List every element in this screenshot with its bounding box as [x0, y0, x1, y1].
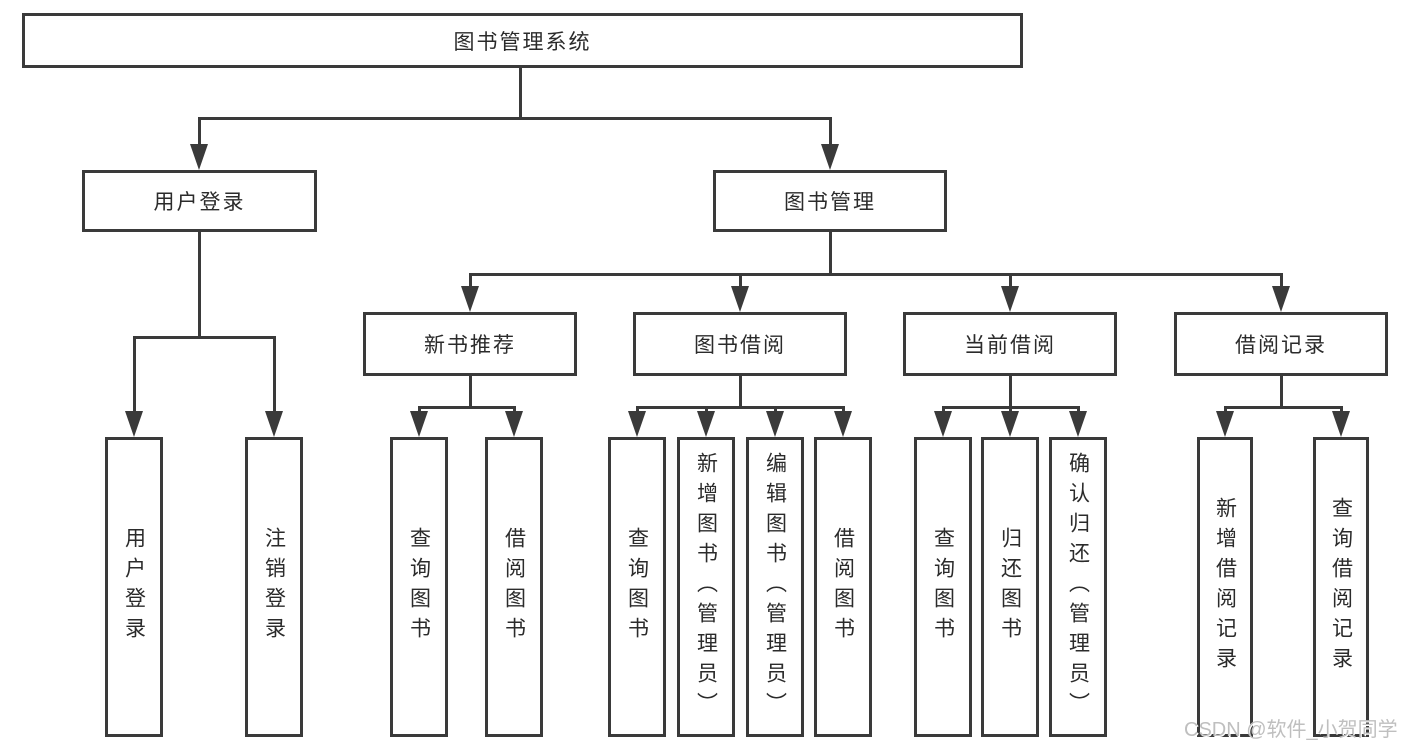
- connector-drop-user-login: [198, 117, 201, 146]
- node-user-login: 用户登录: [82, 170, 317, 232]
- connector-drop-logout: [273, 336, 276, 412]
- node-query-books-current: 查询图书: [914, 437, 972, 737]
- node-borrowing-records: 借阅记录: [1174, 312, 1388, 376]
- node-new-book-recommendation: 新书推荐: [363, 312, 577, 376]
- connector-drop-new-books: [469, 273, 472, 288]
- connector-new-books-split: [418, 406, 516, 409]
- connector-drop: [842, 406, 845, 414]
- node-label: 注销登录: [262, 527, 286, 647]
- connector-drop: [513, 406, 516, 414]
- node-add-borrow-record: 新增借阅记录: [1197, 437, 1253, 737]
- arrowhead: [628, 411, 646, 437]
- arrowhead-logout: [265, 411, 283, 437]
- connector-borrowing-split: [636, 406, 845, 409]
- arrowhead-login-leaf: [125, 411, 143, 437]
- arrowhead: [1069, 411, 1087, 437]
- node-label: 查询借阅记录: [1329, 497, 1353, 677]
- arrowhead: [410, 411, 428, 437]
- connector-current-stub: [1009, 376, 1012, 406]
- node-query-books-borrowing: 查询图书: [608, 437, 666, 737]
- node-borrow-books-borrowing: 借阅图书: [814, 437, 872, 737]
- connector-drop: [636, 406, 639, 414]
- node-label: 借阅记录: [1235, 334, 1327, 357]
- arrowhead: [834, 411, 852, 437]
- connector-drop: [1009, 406, 1012, 414]
- connector-drop-current: [1009, 273, 1012, 288]
- connector-records-split: [1224, 406, 1343, 409]
- connector-drop: [942, 406, 945, 414]
- connector-drop: [705, 406, 708, 414]
- node-label: 归还图书: [998, 527, 1022, 647]
- node-query-borrow-record: 查询借阅记录: [1313, 437, 1369, 737]
- node-book-borrowing: 图书借阅: [633, 312, 847, 376]
- arrowhead-user-login: [190, 144, 208, 170]
- arrowhead-new-books: [461, 286, 479, 312]
- node-logout: 注销登录: [245, 437, 303, 737]
- node-user-login-leaf: 用户登录: [105, 437, 163, 737]
- node-label: 编辑图书（管理员）: [763, 452, 787, 722]
- node-book-management: 图书管理: [713, 170, 947, 232]
- node-label: 图书管理系统: [453, 30, 592, 54]
- connector-drop-login-leaf: [133, 336, 136, 412]
- connector-records-stub: [1280, 376, 1283, 406]
- node-label: 确认归还（管理员）: [1066, 452, 1090, 722]
- csdn-watermark: CSDN @软件_小贺同学: [1184, 719, 1398, 741]
- node-label: 查询图书: [625, 527, 649, 647]
- node-current-borrowing: 当前借阅: [903, 312, 1117, 376]
- connector-user-login-stub: [198, 232, 201, 336]
- node-label: 图书管理: [784, 191, 876, 214]
- connector-drop: [1077, 406, 1080, 414]
- node-add-books-admin: 新增图书（管理员）: [677, 437, 735, 737]
- node-edit-books-admin: 编辑图书（管理员）: [746, 437, 804, 737]
- node-label: 查询图书: [931, 527, 955, 647]
- node-confirm-return-admin: 确认归还（管理员）: [1049, 437, 1107, 737]
- node-label: 用户登录: [122, 527, 146, 647]
- connector-drop: [774, 406, 777, 414]
- arrowhead: [505, 411, 523, 437]
- connector-drop: [1340, 406, 1343, 414]
- node-library-management-system: 图书管理系统: [22, 13, 1023, 68]
- node-label: 借阅图书: [831, 527, 855, 647]
- node-borrow-books-recommend: 借阅图书: [485, 437, 543, 737]
- arrowhead-current: [1001, 286, 1019, 312]
- connector-user-login-split: [133, 336, 276, 339]
- connector-drop-records: [1280, 273, 1283, 288]
- arrowhead-records: [1272, 286, 1290, 312]
- connector-root-stub: [519, 68, 522, 117]
- connector-drop: [418, 406, 421, 414]
- arrowhead: [1332, 411, 1350, 437]
- node-label: 用户登录: [153, 191, 246, 214]
- node-label: 图书借阅: [694, 334, 786, 357]
- node-label: 借阅图书: [502, 527, 526, 647]
- connector-drop-book-mgmt: [829, 117, 832, 146]
- arrowhead: [766, 411, 784, 437]
- node-label: 新书推荐: [424, 334, 516, 357]
- arrowhead: [697, 411, 715, 437]
- connector-borrowing-stub: [739, 376, 742, 406]
- connector-new-books-stub: [469, 376, 472, 406]
- connector-drop: [1224, 406, 1227, 414]
- arrowhead: [1216, 411, 1234, 437]
- arrowhead: [934, 411, 952, 437]
- arrowhead: [1001, 411, 1019, 437]
- node-label: 新增借阅记录: [1213, 497, 1237, 677]
- node-label: 新增图书（管理员）: [694, 452, 718, 722]
- node-label: 当前借阅: [964, 334, 1056, 357]
- connector-drop-borrowing: [739, 273, 742, 288]
- node-query-books-recommend: 查询图书: [390, 437, 448, 737]
- connector-book-mgmt-stub: [829, 232, 832, 273]
- connector-root-split: [198, 117, 831, 120]
- arrowhead-book-mgmt: [821, 144, 839, 170]
- connector-book-mgmt-split: [469, 273, 1282, 276]
- arrowhead-borrowing: [731, 286, 749, 312]
- node-label: 查询图书: [407, 527, 431, 647]
- node-return-books: 归还图书: [981, 437, 1039, 737]
